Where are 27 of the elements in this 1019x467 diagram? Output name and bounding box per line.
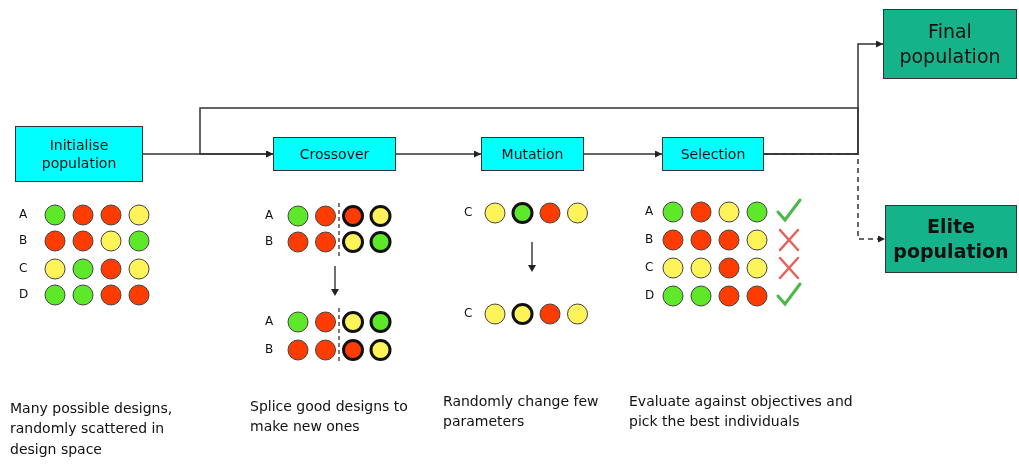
process-box: Selection [662,137,764,171]
arrow [583,150,663,158]
description-text: Splice good designs to make new ones [250,397,409,437]
row-letter: B [265,233,275,250]
row-letter: B [645,231,655,248]
process-box: Mutation [481,137,584,171]
row-letter: C [645,259,655,276]
arrow [395,150,482,158]
description-text: Evaluate against objectives and pick the best individuals [629,392,854,432]
process-box: Initialise population [15,126,143,182]
row-letter: D [645,287,656,304]
process-box: Crossover [273,137,396,171]
row-letter: A [645,203,655,220]
output-box: Final population [883,9,1017,79]
arrow [199,107,859,158]
row-letter: C [464,204,474,221]
row-letter: C [464,305,474,322]
row-letter: A [265,313,275,330]
row-letter: A [265,207,275,224]
row-letter: A [19,206,29,223]
description-text: Randomly change few parameters [443,392,600,432]
row-letter: B [19,232,29,249]
row-letter: C [19,260,29,277]
row-letter: D [19,286,30,303]
description-text: Many possible designs, randomly scattered in design space [10,399,174,459]
output-box: Elite population [885,205,1017,273]
row-letter: B [265,341,275,358]
